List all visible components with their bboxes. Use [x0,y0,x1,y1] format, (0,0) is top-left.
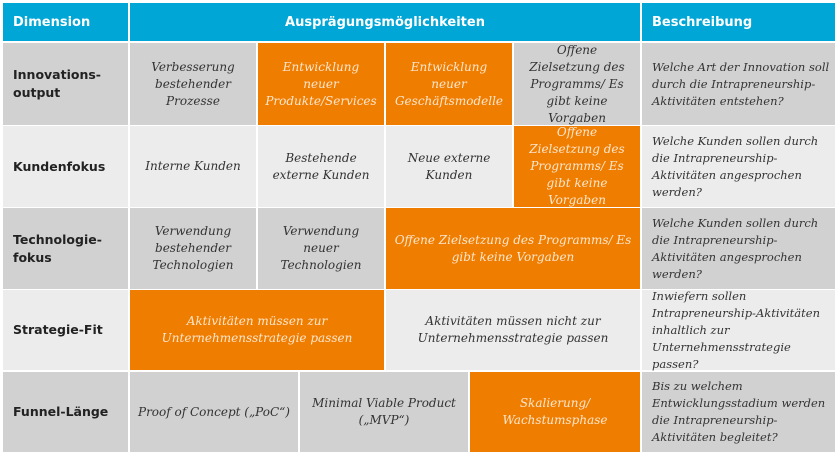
option-cell: Verwendung bestehender Technologien [130,208,256,289]
header-description: Beschreibung [642,3,835,41]
description-cell: Inwiefern sollen Intrapreneurship-Aktivi… [642,289,835,371]
option-cell: Entwicklung neuer Geschäftsmodelle [386,43,512,125]
option-cell: Proof of Concept („PoC“) [130,372,298,452]
option-cell: Minimal Viable Product („MVP“) [300,372,468,452]
header-dimension: Dimension [3,3,128,41]
description-cell: Welche Art der Innovation soll durch die… [642,43,835,125]
header-options: Ausprägungsmöglichkeiten [130,3,640,41]
dimension-label: Funnel-Länge [3,372,128,452]
option-cell: Offene Zielsetzung des Programms/ Es gib… [514,125,640,207]
description-cell: Welche Kunden sollen durch die Intrapren… [642,126,835,207]
option-cell: Verbesserung bestehender Prozesse [130,43,256,125]
option-cell: Neue externe Kunden [386,126,512,207]
dimension-label: Strategie-Fit [3,290,128,370]
option-cell: Interne Kunden [130,126,256,207]
option-cell: Aktivitäten müssen nicht zur Unternehmen… [386,290,640,370]
option-cell: Aktivitäten müssen zur Unternehmensstrat… [130,290,384,370]
option-cell: Skalierung/ Wachstumsphase [470,372,640,452]
dimension-label: Technologie- fokus [3,208,128,289]
option-cell: Offene Zielsetzung des Programms/ Es gib… [514,43,640,125]
option-cell: Offene Zielsetzung des Programms/ Es gib… [386,208,640,289]
description-cell: Bis zu welchem Entwicklungsstadium werde… [642,372,835,452]
option-cell: Entwicklung neuer Produkte/Services [258,43,384,125]
description-cell: Welche Kunden sollen durch die Intrapren… [642,208,835,289]
dimension-label: Innovations- output [3,43,128,125]
dimension-label: Kundenfokus [3,126,128,207]
option-cell: Bestehende externe Kunden [258,126,384,207]
option-cell: Verwendung neuer Technologien [258,208,384,289]
